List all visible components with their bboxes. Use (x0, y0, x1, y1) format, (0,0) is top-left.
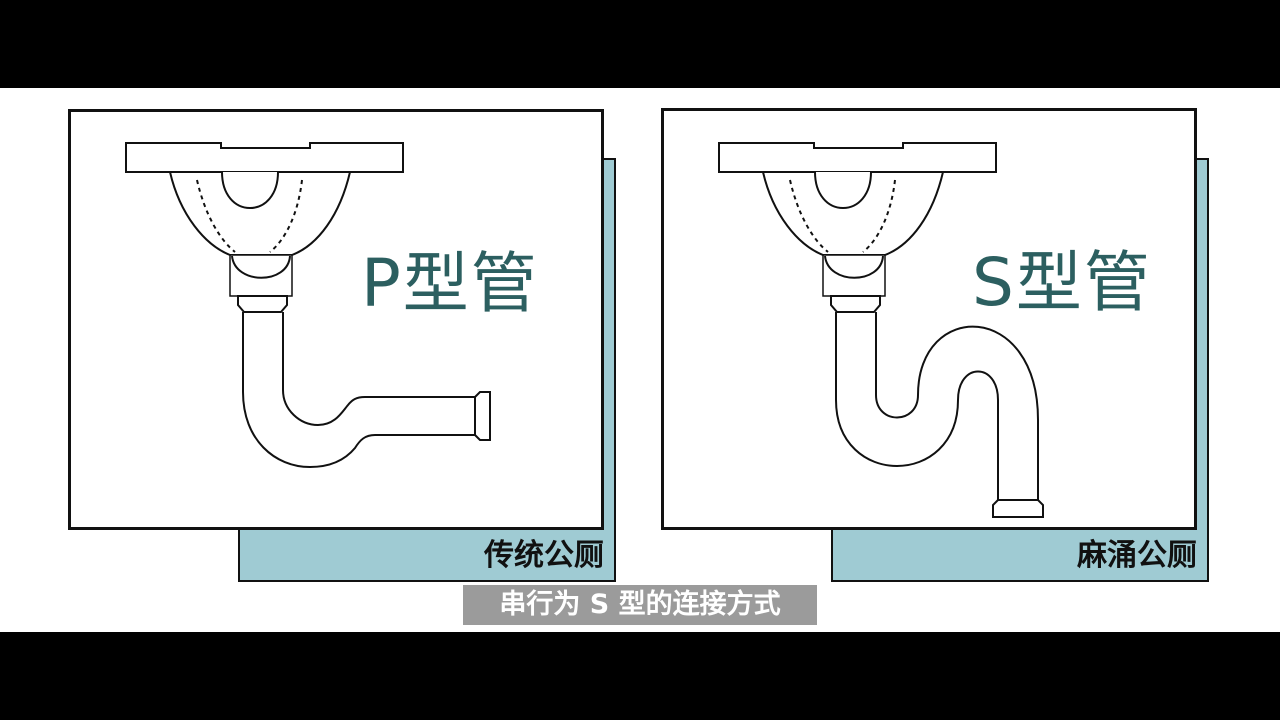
p-trap-drawing (125, 142, 491, 469)
s-trap-drawing (718, 142, 997, 313)
s-trap-title: S型管 (972, 244, 1152, 321)
s-trap-pipe (835, 312, 1044, 518)
p-trap-title: P型管 (361, 245, 539, 322)
right-caption: 麻涌公厕 (1077, 538, 1197, 573)
subtitle-caption: 串行为 S 型的连接方式 (463, 585, 817, 625)
left-caption: 传统公厕 (484, 538, 604, 573)
left-diagram-card: P型管 (68, 109, 604, 530)
right-diagram-card: S型管 (661, 108, 1197, 530)
